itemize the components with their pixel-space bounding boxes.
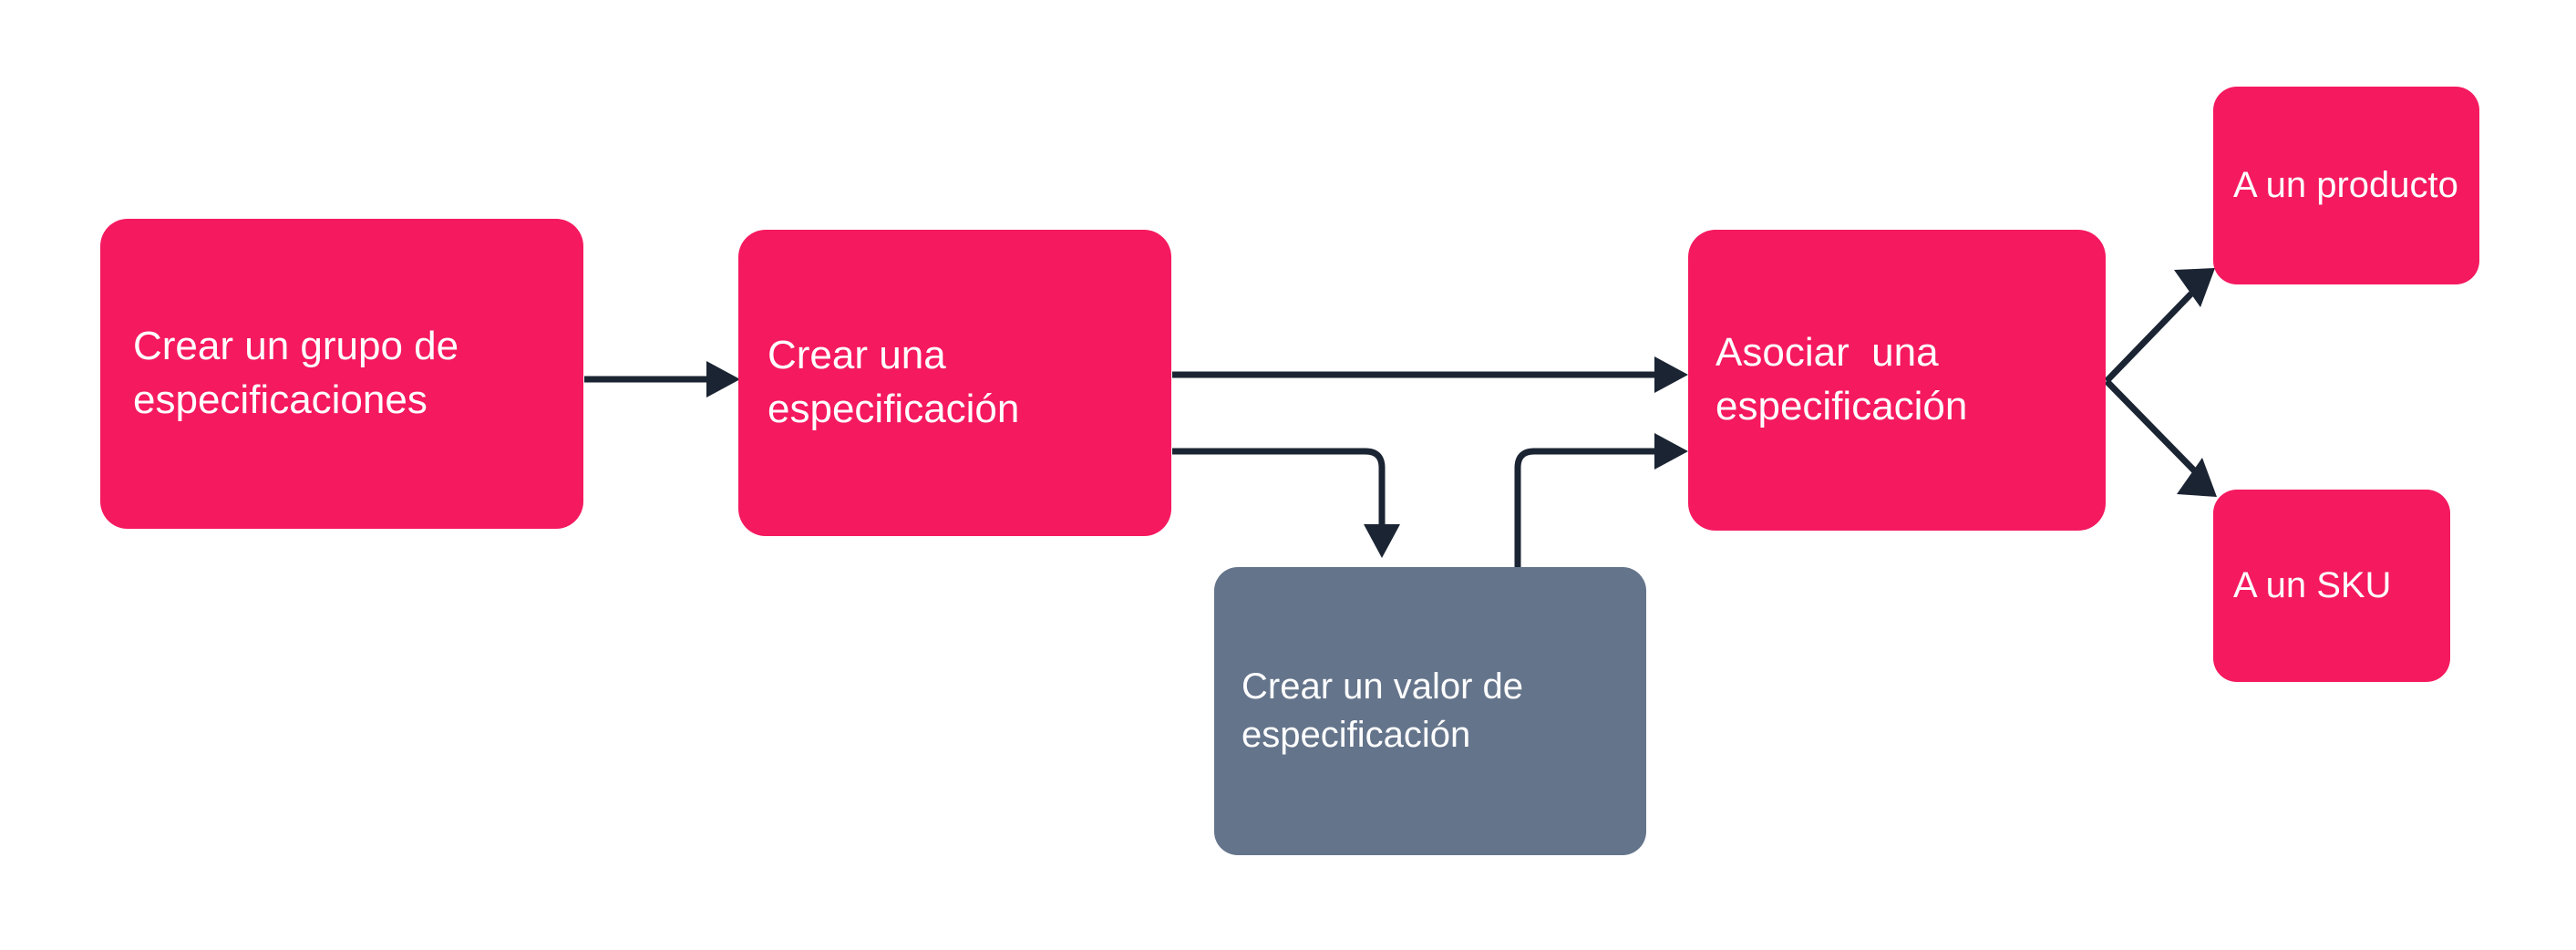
node-label: A un producto — [2233, 164, 2458, 205]
node-label: Crear un valor de especificación — [1242, 666, 1534, 755]
edge-especificacion-to-asociar — [1172, 356, 1688, 393]
node-label: Asociar una especificación — [1716, 330, 1968, 429]
edge-grupo-to-especificacion — [584, 361, 740, 398]
node-label: A un SKU — [2233, 564, 2392, 605]
edge-asociar-to-producto — [2104, 268, 2215, 384]
node-crear-valor-especificacion[interactable]: Crear un valor de especificación — [1214, 567, 1646, 855]
node-a-un-sku[interactable]: A un SKU — [2213, 490, 2450, 682]
node-asociar-especificacion[interactable]: Asociar una especificación — [1688, 230, 2106, 531]
node-a-un-producto[interactable]: A un producto — [2213, 87, 2479, 284]
node-crear-especificacion[interactable]: Crear una especificación — [738, 230, 1171, 536]
edge-asociar-to-sku — [2104, 378, 2217, 497]
edge-valor-to-asociar — [1514, 433, 1688, 567]
node-label: Crear una especificación — [768, 333, 1020, 431]
edge-especificacion-to-valor — [1172, 448, 1400, 558]
node-label: Crear un grupo de especificaciones — [133, 324, 470, 422]
node-crear-grupo-especificaciones[interactable]: Crear un grupo de especificaciones — [100, 219, 583, 529]
